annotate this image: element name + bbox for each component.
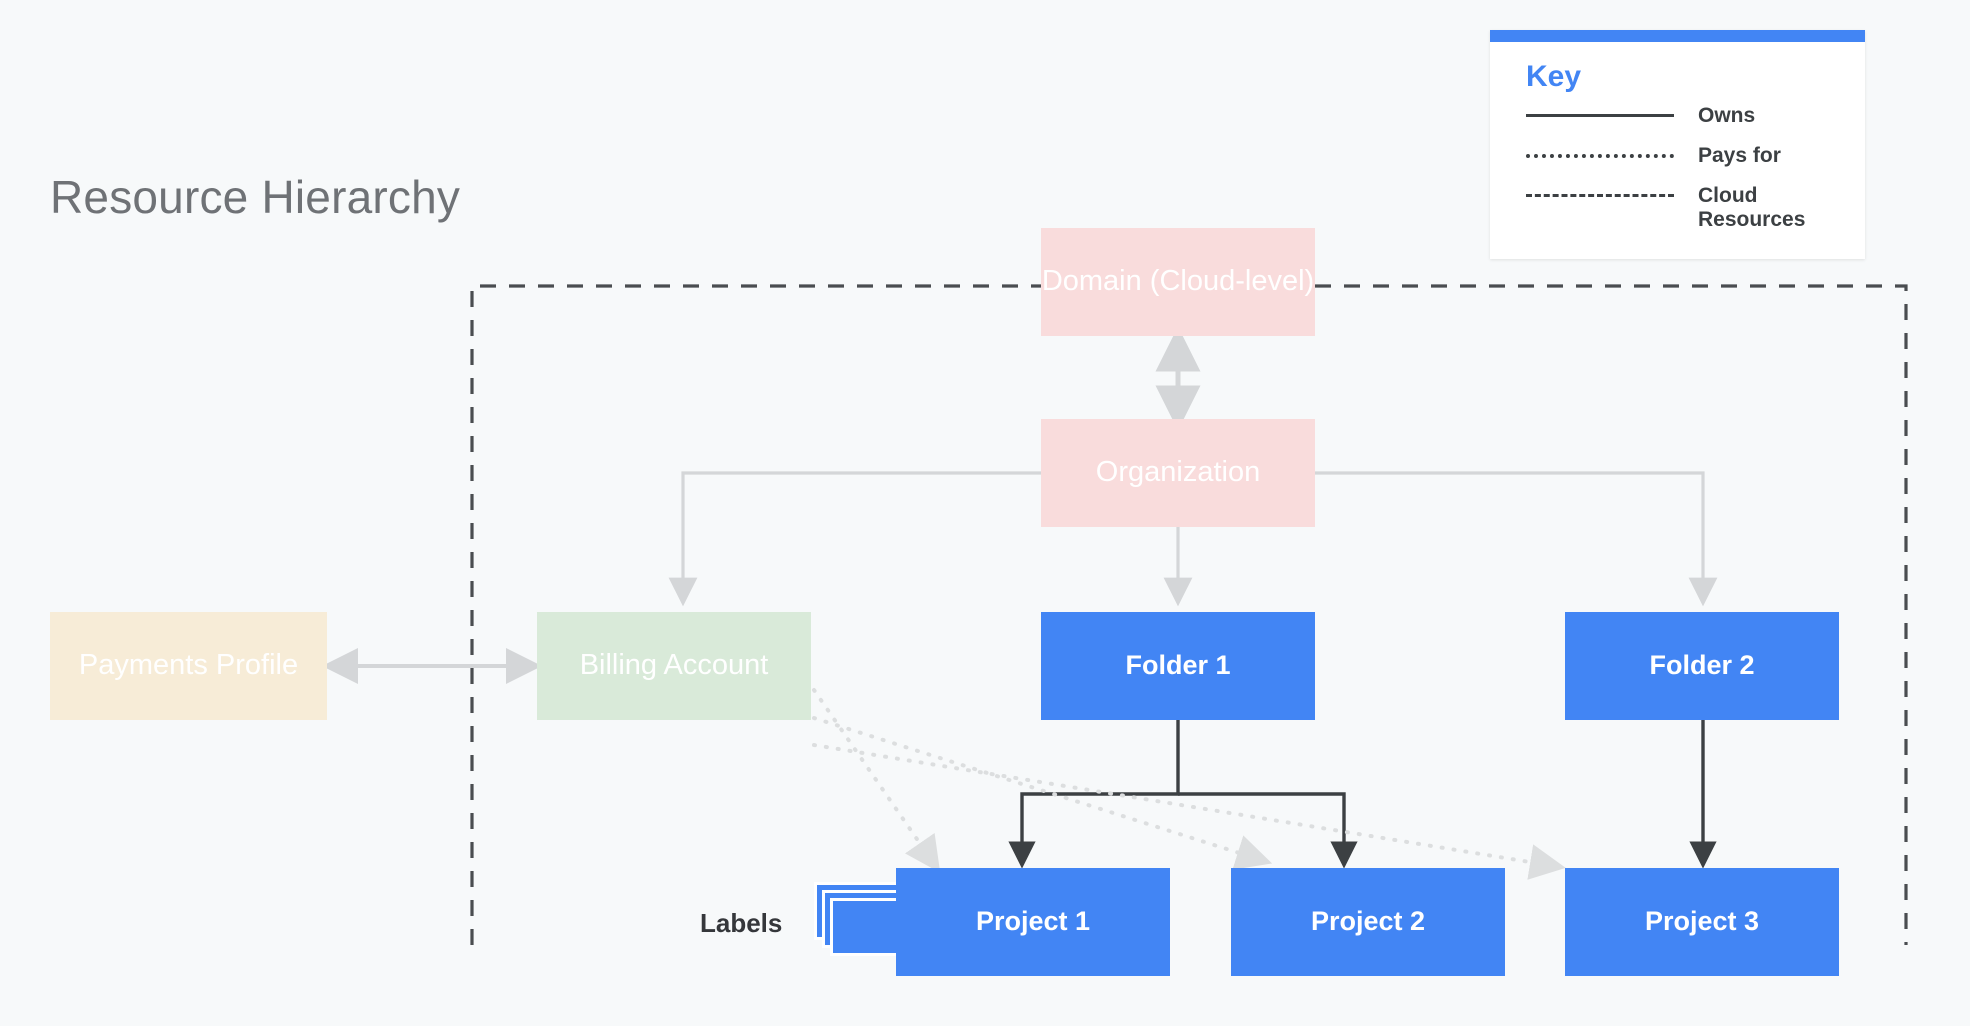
node-project-3-label: Project 3 (1644, 906, 1760, 937)
node-project-2-label: Project 2 (1310, 906, 1426, 937)
node-organization-label: Organization (1095, 456, 1261, 489)
edge-folder1-projects (1008, 720, 1358, 869)
key-swatch-solid (1526, 104, 1674, 126)
key-swatch-dotted (1526, 144, 1674, 166)
page-title: Resource Hierarchy (50, 171, 461, 223)
key-label-pays-for: Pays for (1698, 144, 1781, 167)
key-legend-panel: Key Owns Pays for Cloud Resources (1490, 30, 1865, 260)
key-swatch-dashed (1526, 184, 1674, 206)
labels-caption: Labels (700, 908, 783, 938)
node-folder-2[interactable]: Folder 2 (1565, 612, 1839, 720)
node-folder-2-label: Folder 2 (1649, 650, 1755, 681)
key-row-owns: Owns (1526, 104, 1843, 134)
node-project-2[interactable]: Project 2 (1231, 868, 1505, 976)
key-title: Key (1526, 60, 1582, 93)
node-project-3[interactable]: Project 3 (1565, 868, 1839, 976)
node-organization[interactable]: Organization (1041, 419, 1315, 527)
node-payments-profile-label: Payments Profile (78, 649, 299, 682)
node-folder-1-label: Folder 1 (1125, 650, 1231, 681)
node-folder-1[interactable]: Folder 1 (1041, 612, 1315, 720)
node-domain[interactable]: Domain (Cloud-level) (1041, 228, 1315, 336)
node-payments-profile[interactable]: Payments Profile (50, 612, 327, 720)
key-label-cloud-resources: Cloud Resources (1698, 184, 1806, 231)
node-billing-account-label: Billing Account (579, 649, 769, 682)
key-row-cloud-resources: Cloud Resources (1526, 184, 1843, 231)
key-row-pays-for: Pays for (1526, 144, 1843, 174)
node-project-1-label: Project 1 (975, 906, 1091, 937)
key-accent-bar (1490, 30, 1865, 42)
node-billing-account[interactable]: Billing Account (537, 612, 811, 720)
node-project-1[interactable]: Project 1 (896, 868, 1170, 976)
node-domain-label: Domain (Cloud-level) (1041, 265, 1315, 298)
key-label-owns: Owns (1698, 104, 1756, 127)
